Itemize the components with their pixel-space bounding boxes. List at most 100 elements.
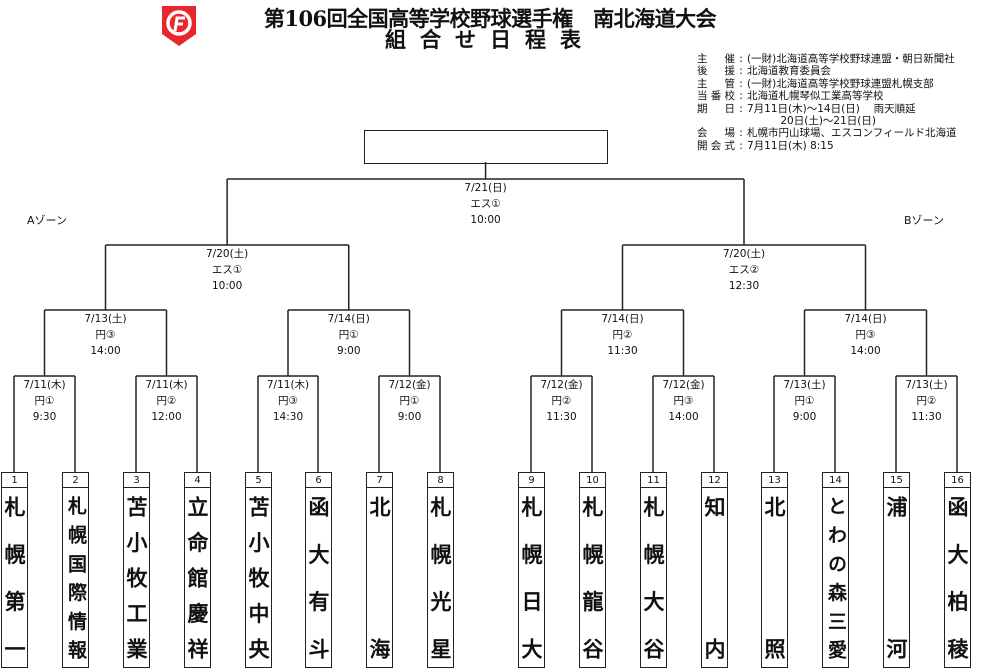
match-time: 12:00 (151, 411, 182, 423)
team-name-box: 立命館慶祥 (184, 487, 211, 668)
match-venue: 円② (916, 395, 937, 407)
match-info-round1: 7/13(土) 円② 11:30 (882, 377, 972, 425)
match-date: 7/12(金) (388, 379, 431, 391)
info-label: 後援 (697, 65, 735, 78)
info-label: 主管 (697, 77, 735, 90)
team-name: 苫小牧工業 (124, 496, 149, 659)
team-name: 北海 (367, 496, 392, 659)
team-name-box: 札幌龍谷 (579, 487, 606, 668)
match-date: 7/20(土) (722, 248, 766, 260)
match-date: 7/21(日) (464, 182, 507, 194)
match-date: 7/13(土) (905, 379, 948, 391)
match-date: 7/11(木) (23, 379, 66, 391)
team-name: 苫小牧中央 (246, 496, 271, 659)
match-date: 7/13(土) (783, 379, 826, 391)
match-venue: エス① (470, 198, 501, 210)
team-name-box: とわの森三愛 (822, 487, 849, 668)
match-venue: 円① (399, 395, 420, 407)
match-date: 7/13(土) (84, 313, 127, 325)
team-number: 4 (184, 472, 211, 488)
team-number: 3 (123, 472, 150, 488)
info-colon: : (739, 139, 743, 152)
match-time: 14:30 (272, 411, 304, 423)
match-time: 14:00 (668, 411, 699, 423)
info-row: 当番校:北海道札幌琴似工業高等学校 (697, 90, 956, 102)
match-info-final: 7/21(日) エス① 10:00 (441, 180, 531, 228)
info-value: (一財)北海道高等学校野球連盟・朝日新聞社 (747, 53, 955, 65)
match-venue: 円① (34, 395, 55, 407)
match-venue: 円③ (95, 329, 116, 341)
team-name-box: 知内 (701, 487, 728, 668)
info-row: 20日(土)～21日(日) (697, 115, 956, 127)
team-number: 12 (701, 472, 728, 488)
match-venue: エス① (211, 264, 243, 276)
match-info-round2: 7/13(土) 円③ 14:00 (61, 311, 151, 359)
info-label: 主催 (697, 53, 735, 65)
team-name: 浦河 (884, 496, 909, 659)
match-venue: 円② (551, 395, 572, 407)
match-time: 9:00 (792, 411, 817, 423)
info-label: 期日 (697, 102, 735, 115)
team-name-box: 浦河 (883, 487, 910, 668)
match-time: 9:30 (32, 411, 57, 423)
info-colon: : (739, 53, 743, 65)
team-number: 11 (640, 472, 667, 488)
info-row: 開会式:7月11日(木) 8:15 (697, 140, 956, 152)
match-info-round1: 7/12(金) 円① 9:00 (365, 377, 455, 425)
team-number: 5 (245, 472, 272, 488)
team-name: 札幌龍谷 (580, 496, 605, 659)
team-number: 16 (944, 472, 971, 488)
team-name-box: 函大柏稜 (944, 487, 971, 668)
team-number: 7 (366, 472, 393, 488)
match-time: 9:00 (397, 411, 422, 423)
team-name: 札幌光星 (428, 496, 453, 659)
match-venue: 円③ (278, 395, 298, 407)
team-name: 北照 (762, 496, 787, 659)
match-info-semifinal: 7/20(土) エス① 10:00 (182, 246, 272, 294)
match-time: 12:30 (728, 280, 760, 292)
match-time: 10:00 (470, 214, 501, 226)
team-name: 札幌第一 (2, 496, 27, 659)
info-colon: : (739, 127, 743, 140)
match-date: 7/12(金) (662, 379, 705, 391)
match-date: 7/11(木) (145, 379, 188, 391)
match-time: 14:00 (850, 345, 881, 357)
info-value: 札幌市円山球場、エスコンフィールド北海道 (747, 127, 957, 140)
team-number: 15 (883, 472, 910, 488)
team-name-box: 北海 (366, 487, 393, 668)
match-info-round1: 7/11(木) 円① 9:30 (0, 377, 90, 425)
page-subtitle: 組合せ日程表 (385, 27, 595, 52)
team-number: 2 (62, 472, 89, 488)
info-row: 期日:7月11日(木)～14日(日) 雨天順延 (697, 103, 956, 115)
team-name: 立命館慶祥 (185, 496, 210, 659)
match-time: 11:30 (911, 411, 942, 423)
info-value: (一財)北海道高等学校野球連盟札幌支部 (747, 77, 934, 90)
team-number: 10 (579, 472, 606, 488)
team-name-box: 札幌日大 (518, 487, 545, 668)
info-row: 主催: (一財)北海道高等学校野球連盟・朝日新聞社 (697, 53, 956, 65)
tournament-info: 主催:(一財)北海道高等学校野球連盟・朝日新聞社後援:北海道教育委員会主管:(一… (697, 53, 956, 152)
team-number: 9 (518, 472, 545, 488)
team-name-box: 札幌第一 (1, 487, 28, 668)
info-label: 当番校 (697, 90, 735, 103)
match-time: 11:30 (546, 411, 577, 423)
match-time: 10:00 (211, 280, 243, 292)
team-name: 函大柏稜 (945, 496, 970, 659)
match-date: 7/20(土) (205, 248, 249, 260)
zone-b-label: Bゾーン (904, 214, 944, 227)
match-time: 14:00 (90, 345, 121, 357)
page-title: 第106回全国高等学校野球選手権 南北海道大会 (263, 6, 717, 31)
team-name: 知内 (702, 496, 727, 659)
team-name: 函大有斗 (306, 496, 331, 659)
match-venue: 円③ (855, 329, 876, 341)
logo-icon (162, 6, 196, 46)
info-row: 主管:(一財)北海道高等学校野球連盟札幌支部 (697, 78, 956, 90)
info-value: 北海道札幌琴似工業高等学校 (747, 90, 884, 103)
team-name-box: 苫小牧工業 (123, 487, 150, 668)
team-name: 札幌国際情報 (65, 496, 87, 659)
